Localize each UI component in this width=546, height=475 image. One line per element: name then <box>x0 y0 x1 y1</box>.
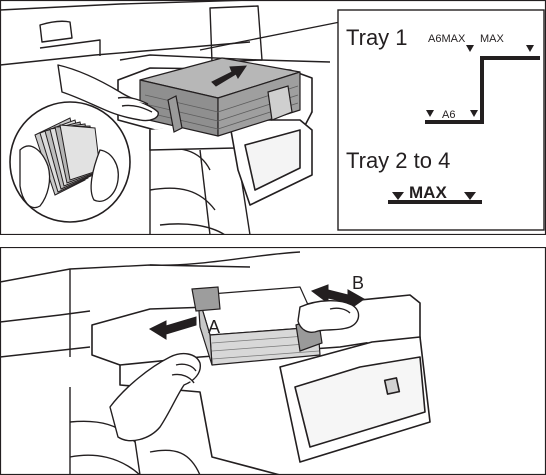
tray1-fill-level-diagram <box>425 45 540 124</box>
tray-loading-illustration: Tray 1 A6MAX MAX A6 Tray 2 to 4 MAX <box>0 0 546 235</box>
paper-guide-left <box>167 95 183 133</box>
a6max-label: A6MAX <box>428 33 466 45</box>
paper-guide-right <box>267 85 293 121</box>
a6-label: A6 <box>442 109 455 121</box>
tray2-4-max-label: MAX <box>409 183 447 202</box>
guide-a-arrow <box>148 316 197 340</box>
paper-guide-back <box>191 286 221 312</box>
tray2-to-4-label: Tray 2 to 4 <box>346 148 450 173</box>
insert-arrow <box>211 65 247 87</box>
guide-adjust-illustration: A B <box>0 247 546 475</box>
tray-loading-drawing: Tray 1 A6MAX MAX A6 Tray 2 to 4 MAX <box>0 0 546 235</box>
tray2-4-max-line <box>388 192 482 204</box>
guide-a-label: A <box>208 317 220 337</box>
tray-capacity-callout: Tray 1 A6MAX MAX A6 Tray 2 to 4 MAX <box>199 9 545 231</box>
hand-right-squeezing-guide <box>297 300 360 333</box>
max-label: MAX <box>480 33 505 45</box>
hand-pushing-paper <box>57 64 159 122</box>
guide-b-label: B <box>352 273 364 293</box>
hand-left-squeezing-guide <box>109 352 201 442</box>
tray1-label: Tray 1 <box>346 25 408 50</box>
guide-adjust-drawing: A B <box>0 247 546 475</box>
paper-stack <box>197 286 321 366</box>
fanning-paper-inset <box>9 101 131 223</box>
guide-b-arrow <box>310 284 365 310</box>
